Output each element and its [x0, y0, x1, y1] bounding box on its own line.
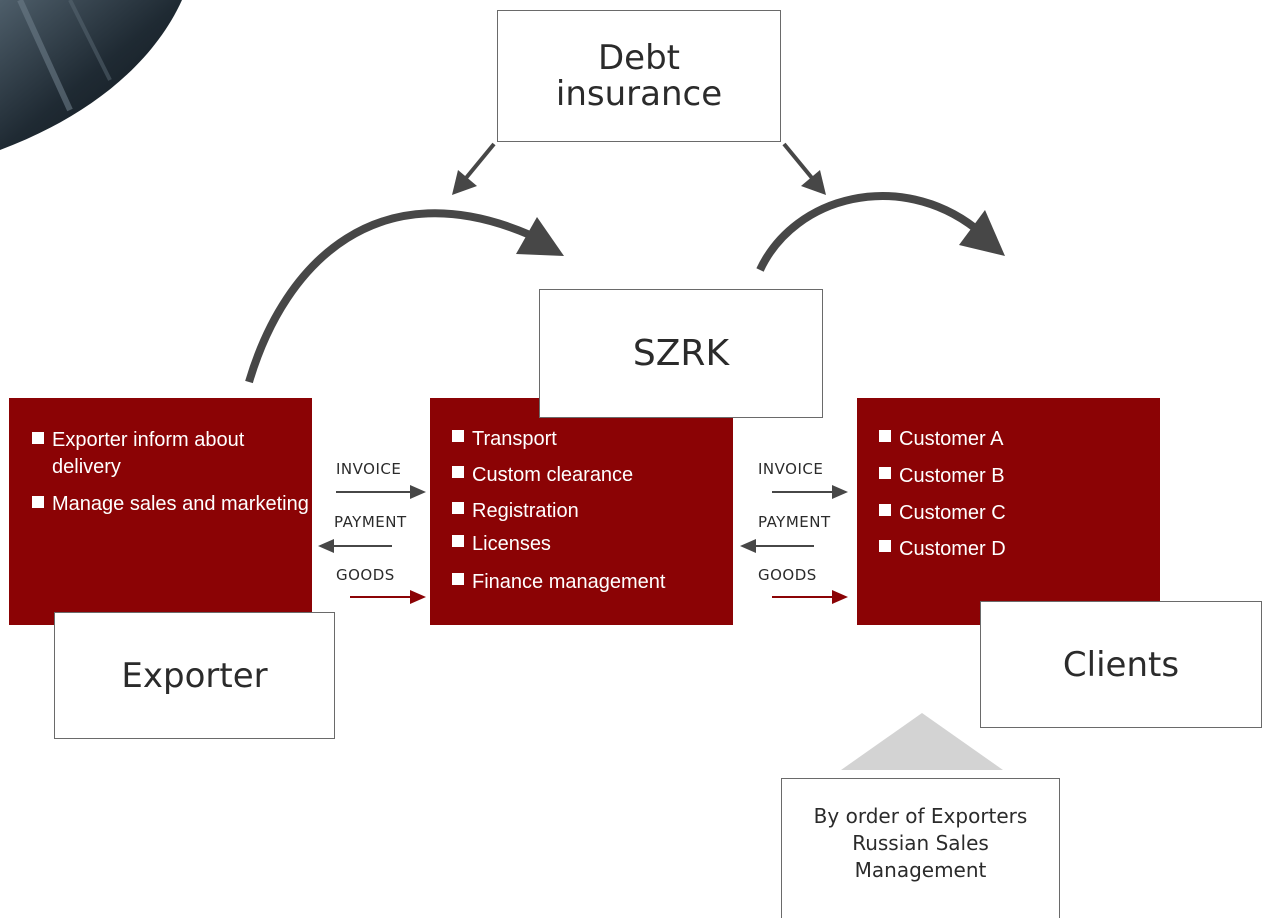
customer-item: Customer A: [879, 425, 1160, 453]
debt-insurance-box: Debt insurance: [497, 10, 781, 142]
insurance-arrow-right: [782, 142, 826, 195]
goods-label-left: GOODS: [336, 566, 395, 584]
goods-label-right: GOODS: [758, 566, 817, 584]
bullet-square-icon: [879, 467, 891, 479]
payment-arrow-left: [318, 539, 392, 553]
invoice-label-left: INVOICE: [336, 460, 402, 478]
bullet-square-icon: [32, 432, 44, 444]
bullet-square-icon: [452, 573, 464, 585]
exporter-label: Exporter: [121, 655, 268, 696]
customer-item: Customer C: [879, 499, 1160, 527]
note-box: By order of Exporters Russian Sales Mana…: [781, 778, 1060, 918]
bullet-square-icon: [32, 496, 44, 508]
bullet-square-icon: [452, 502, 464, 514]
payment-arrow-right: [740, 539, 814, 553]
bullet-square-icon: [879, 504, 891, 516]
szrk-label: SZRK: [632, 333, 730, 374]
bullet-square-icon: [452, 535, 464, 547]
exporter-task: Exporter inform about delivery: [32, 427, 312, 481]
customer-item: Customer D: [879, 535, 1160, 563]
szrk-service: Custom clearance: [452, 461, 733, 489]
szrk-services-box: Transport Custom clearance Registration …: [430, 398, 733, 625]
note-pointer-triangle: [841, 713, 1003, 770]
exporter-box: Exporter: [54, 612, 335, 739]
bullet-square-icon: [879, 540, 891, 552]
customer-item: Customer B: [879, 462, 1160, 490]
bullet-square-icon: [452, 430, 464, 442]
bullet-square-icon: [879, 430, 891, 442]
invoice-arrow-right: [772, 485, 848, 499]
clients-box: Clients: [980, 601, 1262, 728]
invoice-label-right: INVOICE: [758, 460, 824, 478]
szrk-service: Finance management: [452, 568, 733, 596]
debt-insurance-label: Debt insurance: [555, 38, 723, 114]
clients-list-box: Customer A Customer B Customer C Custome…: [857, 398, 1160, 625]
corner-decoration: [0, 0, 182, 150]
szrk-service: Transport: [452, 425, 733, 453]
payment-label-left: PAYMENT: [334, 513, 407, 531]
exporter-tasks-box: Exporter inform about delivery Manage sa…: [9, 398, 312, 625]
szrk-service: Registration: [452, 497, 733, 525]
goods-arrow-left: [350, 590, 426, 604]
invoice-arrow-left: [336, 485, 426, 499]
note-text: By order of Exporters Russian Sales Mana…: [813, 804, 1028, 882]
bullet-square-icon: [452, 466, 464, 478]
szrk-service: Licenses: [452, 530, 733, 558]
curved-arrow-exporter-to-szrk: [245, 209, 564, 384]
goods-arrow-right: [772, 590, 848, 604]
clients-label: Clients: [1062, 644, 1180, 685]
curved-arrow-szrk-to-clients: [756, 192, 1005, 272]
szrk-box: SZRK: [539, 289, 823, 418]
exporter-task: Manage sales and marketing: [32, 491, 312, 518]
insurance-arrow-left: [452, 142, 496, 195]
payment-label-right: PAYMENT: [758, 513, 831, 531]
